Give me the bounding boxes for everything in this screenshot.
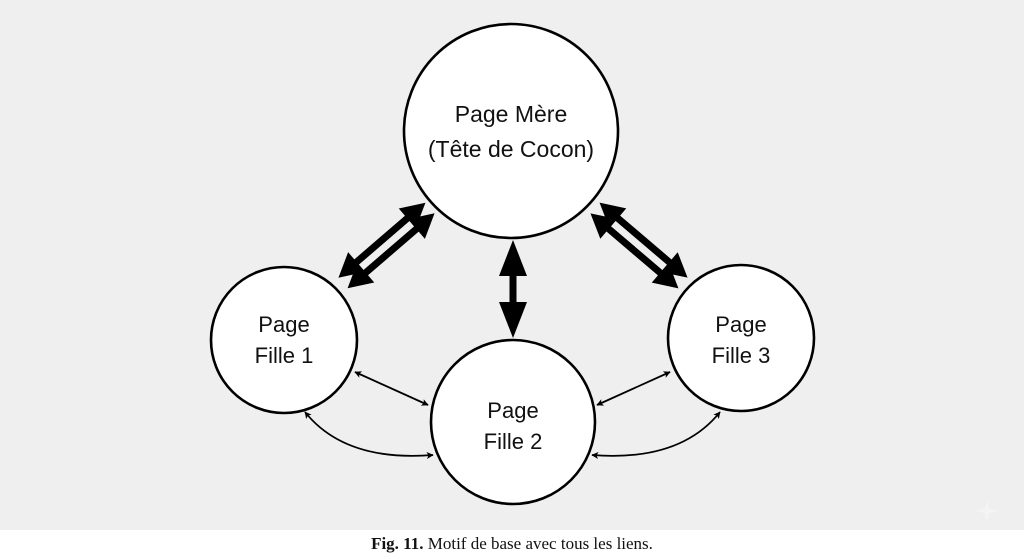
node-page-fille-3: Page Fille 3 bbox=[666, 263, 816, 413]
links-layer bbox=[304, 202, 721, 459]
node-page-fille-1: Page Fille 1 bbox=[209, 265, 359, 415]
link-mere-fille3-a bbox=[590, 213, 679, 289]
node-circle bbox=[666, 263, 816, 413]
link-fille2-fille3 bbox=[596, 371, 671, 406]
node-label-line1: Page bbox=[715, 312, 766, 337]
link-fille1-fille2 bbox=[354, 371, 429, 406]
link-fille2-fille3-curved bbox=[591, 411, 721, 459]
cocoon-diagram: Page Mère (Tête de Cocon) Page Fille 1 P… bbox=[209, 22, 816, 506]
node-label-line1: Page bbox=[487, 398, 538, 423]
link-mere-fille3-b bbox=[599, 202, 688, 278]
link-mere-fille2 bbox=[499, 240, 527, 338]
figure-caption: Fig. 11. Motif de base avec tous les lie… bbox=[0, 534, 1024, 554]
node-label-line2: Fille 2 bbox=[484, 429, 543, 454]
sparkle-icon bbox=[976, 500, 998, 522]
link-mere-fille1-a bbox=[347, 213, 435, 289]
node-circle bbox=[402, 22, 620, 240]
link-mere-fille1-b bbox=[338, 202, 426, 278]
figure-label: Fig. 11. bbox=[371, 534, 424, 553]
node-circle bbox=[209, 265, 359, 415]
diagram-canvas: Page Mère (Tête de Cocon) Page Fille 1 P… bbox=[0, 0, 1024, 530]
node-circle bbox=[429, 338, 597, 506]
node-page-fille-2: Page Fille 2 bbox=[429, 338, 597, 506]
node-label-line2: (Tête de Cocon) bbox=[428, 136, 594, 162]
node-label-line1: Page Mère bbox=[455, 101, 568, 127]
node-page-mere: Page Mère (Tête de Cocon) bbox=[402, 22, 620, 240]
node-label-line2: Fille 3 bbox=[712, 343, 771, 368]
figure-caption-text: Motif de base avec tous les liens. bbox=[423, 534, 653, 553]
node-label-line2: Fille 1 bbox=[255, 343, 314, 368]
node-label-line1: Page bbox=[258, 312, 309, 337]
link-fille1-fille2-curved bbox=[304, 411, 434, 459]
